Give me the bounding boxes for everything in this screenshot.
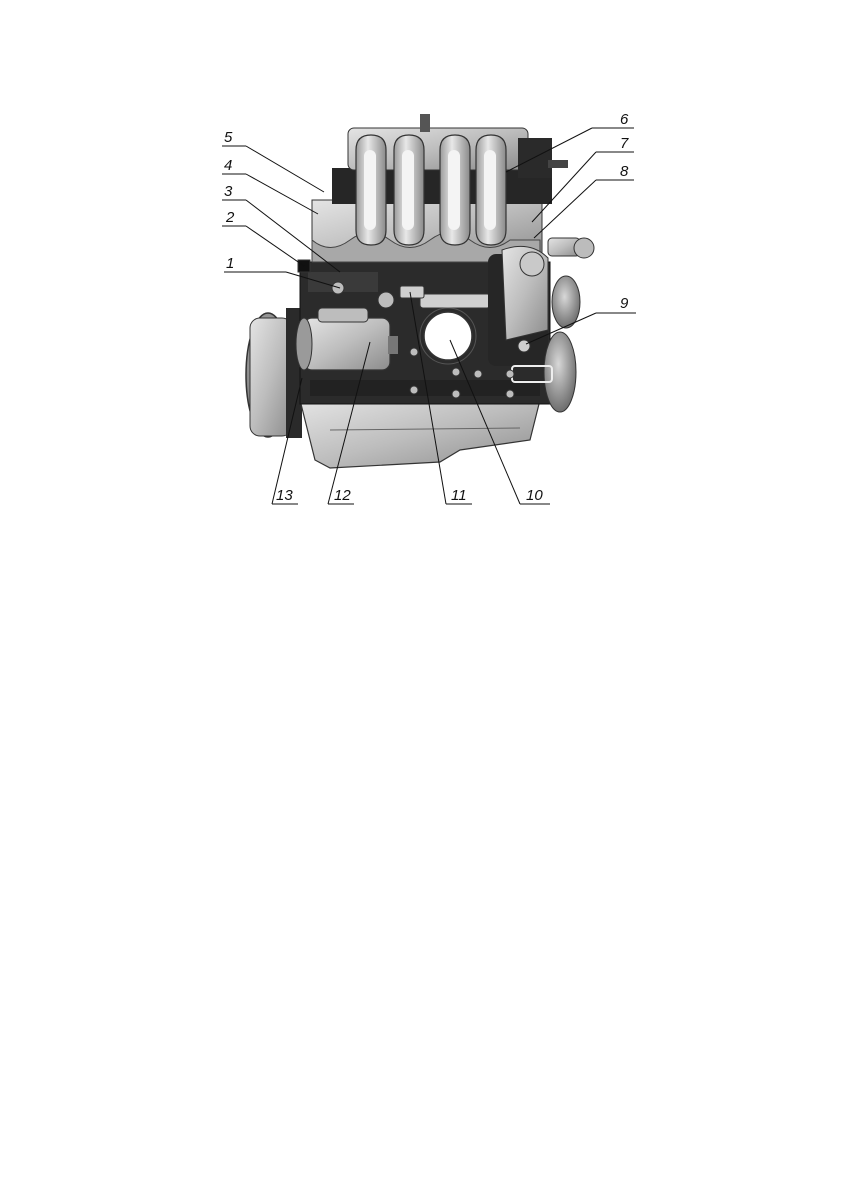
callout-4: 4 xyxy=(222,157,318,214)
oil-pan xyxy=(300,400,540,468)
svg-text:12: 12 xyxy=(334,487,351,504)
flywheel xyxy=(246,308,302,438)
svg-text:6: 6 xyxy=(620,111,629,128)
svg-text:4: 4 xyxy=(224,157,232,174)
svg-text:8: 8 xyxy=(620,163,629,180)
oil-filter xyxy=(420,308,476,364)
svg-text:2: 2 xyxy=(225,209,235,226)
callout-5: 5 xyxy=(222,129,324,192)
svg-text:3: 3 xyxy=(224,183,233,200)
svg-text:7: 7 xyxy=(620,135,629,152)
svg-text:11: 11 xyxy=(451,487,467,504)
engine-illustration xyxy=(246,114,594,468)
svg-text:9: 9 xyxy=(620,295,629,312)
svg-text:1: 1 xyxy=(226,255,234,272)
svg-text:10: 10 xyxy=(526,487,543,504)
svg-text:13: 13 xyxy=(276,487,293,504)
svg-text:5: 5 xyxy=(224,129,233,146)
